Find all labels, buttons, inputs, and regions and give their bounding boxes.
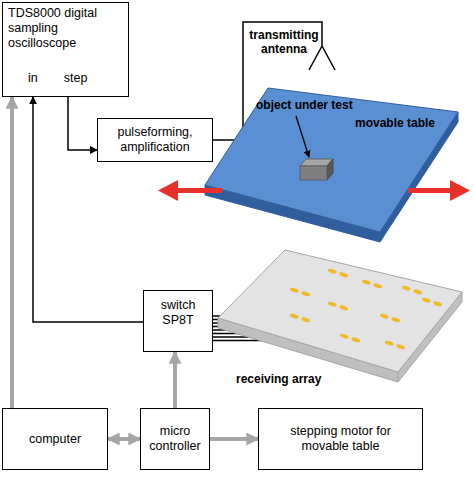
control-arrow <box>10 97 14 408</box>
plate-top <box>205 88 458 232</box>
plate-top <box>218 250 462 372</box>
control-arrow <box>108 437 140 441</box>
antenna-symbol <box>309 46 335 70</box>
antenna-elements <box>289 268 442 350</box>
leader-line <box>296 116 309 157</box>
node-title: stepping motor for movable table <box>285 424 396 454</box>
receiving-array-plate: receiving array <box>214 246 466 396</box>
control-arrow <box>210 437 258 441</box>
switch-box: switch SP8T <box>143 290 213 352</box>
control-arrow <box>173 352 177 408</box>
controller-box: micro controller <box>140 408 210 470</box>
process-box: pulseforming, amplification <box>97 118 213 162</box>
node-title: switch SP8T <box>156 298 200 328</box>
node-title: micro controller <box>147 424 203 454</box>
antenna-label-holder: transmitting antenna <box>249 28 319 57</box>
motion-arrow <box>408 180 470 201</box>
computer-box: computer <box>2 408 108 470</box>
antenna-label: transmitting antenna <box>249 28 319 57</box>
trigger-line <box>68 97 97 150</box>
object-label-holder: object under test <box>256 98 368 112</box>
node-title: receiving array <box>236 372 321 386</box>
node-title: movable table <box>355 116 435 130</box>
node-title: pulseforming, amplification <box>102 125 208 155</box>
node-title: computer <box>29 432 81 447</box>
node-title: TDS8000 digital sampling oscilloscope <box>8 6 123 51</box>
port-name: step <box>64 71 88 86</box>
motor-box: stepping motor for movable table <box>258 408 423 470</box>
port-name: in <box>28 71 38 86</box>
test-object <box>300 159 333 180</box>
oscilloscope-box: TDS8000 digital sampling oscilloscope in s… <box>2 2 129 97</box>
motion-arrow <box>158 180 222 201</box>
object-label: object under test <box>256 98 368 112</box>
